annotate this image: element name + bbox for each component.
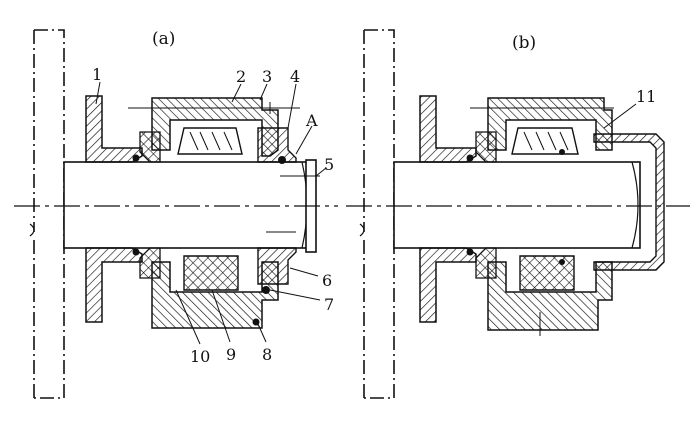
bearing-roller-b-upper [511,127,579,155]
bearing-housing-b-lower [487,261,613,331]
bearing-block-b-lower [519,255,575,291]
caption-b: (b) [512,33,536,53]
o-ring-upper [278,156,286,164]
bearing-block-lower [183,255,239,291]
callout-11: 11 [636,87,656,106]
flange-part-1-upper [85,95,143,163]
callout-A: A [305,111,318,130]
flange-part-1-lower [85,247,143,323]
flange-b-upper [419,95,477,163]
shaft-a [63,161,311,249]
callout-4: 4 [290,67,300,86]
callout-9: 9 [226,345,236,364]
caption-a: (a) [152,29,175,49]
callout-1: 1 [92,65,102,84]
o-ring-lower-8 [252,318,260,326]
panel-b: (b) 11 [346,29,690,399]
seal-ring-lower [139,247,161,279]
panel-a: (a) 1 2 3 4 A 5 6 7 8 9 10 [14,29,338,399]
seal-ring-upper [139,131,161,163]
end-cover-part-11 [593,133,665,271]
housing-wall-a [34,29,65,399]
o-ring-lower-7 [262,286,270,294]
bearing-housing-b-upper [487,97,613,151]
bearing-roller-upper [177,127,243,155]
cap-part-6-lower [257,247,297,285]
callout-2: 2 [236,67,246,86]
callout-10: 10 [190,347,210,366]
callout-6: 6 [322,271,332,290]
callout-3: 3 [262,67,272,86]
housing-wall-b [364,29,395,399]
callout-5: 5 [324,155,334,174]
callout-7: 7 [324,295,334,314]
seal-ring-b-upper [475,131,497,163]
flange-b-lower [419,247,477,323]
callout-8: 8 [262,345,272,364]
seal-ring-b-lower [475,247,497,279]
cap-part-4-upper [257,127,297,163]
shaft-b [393,161,641,249]
